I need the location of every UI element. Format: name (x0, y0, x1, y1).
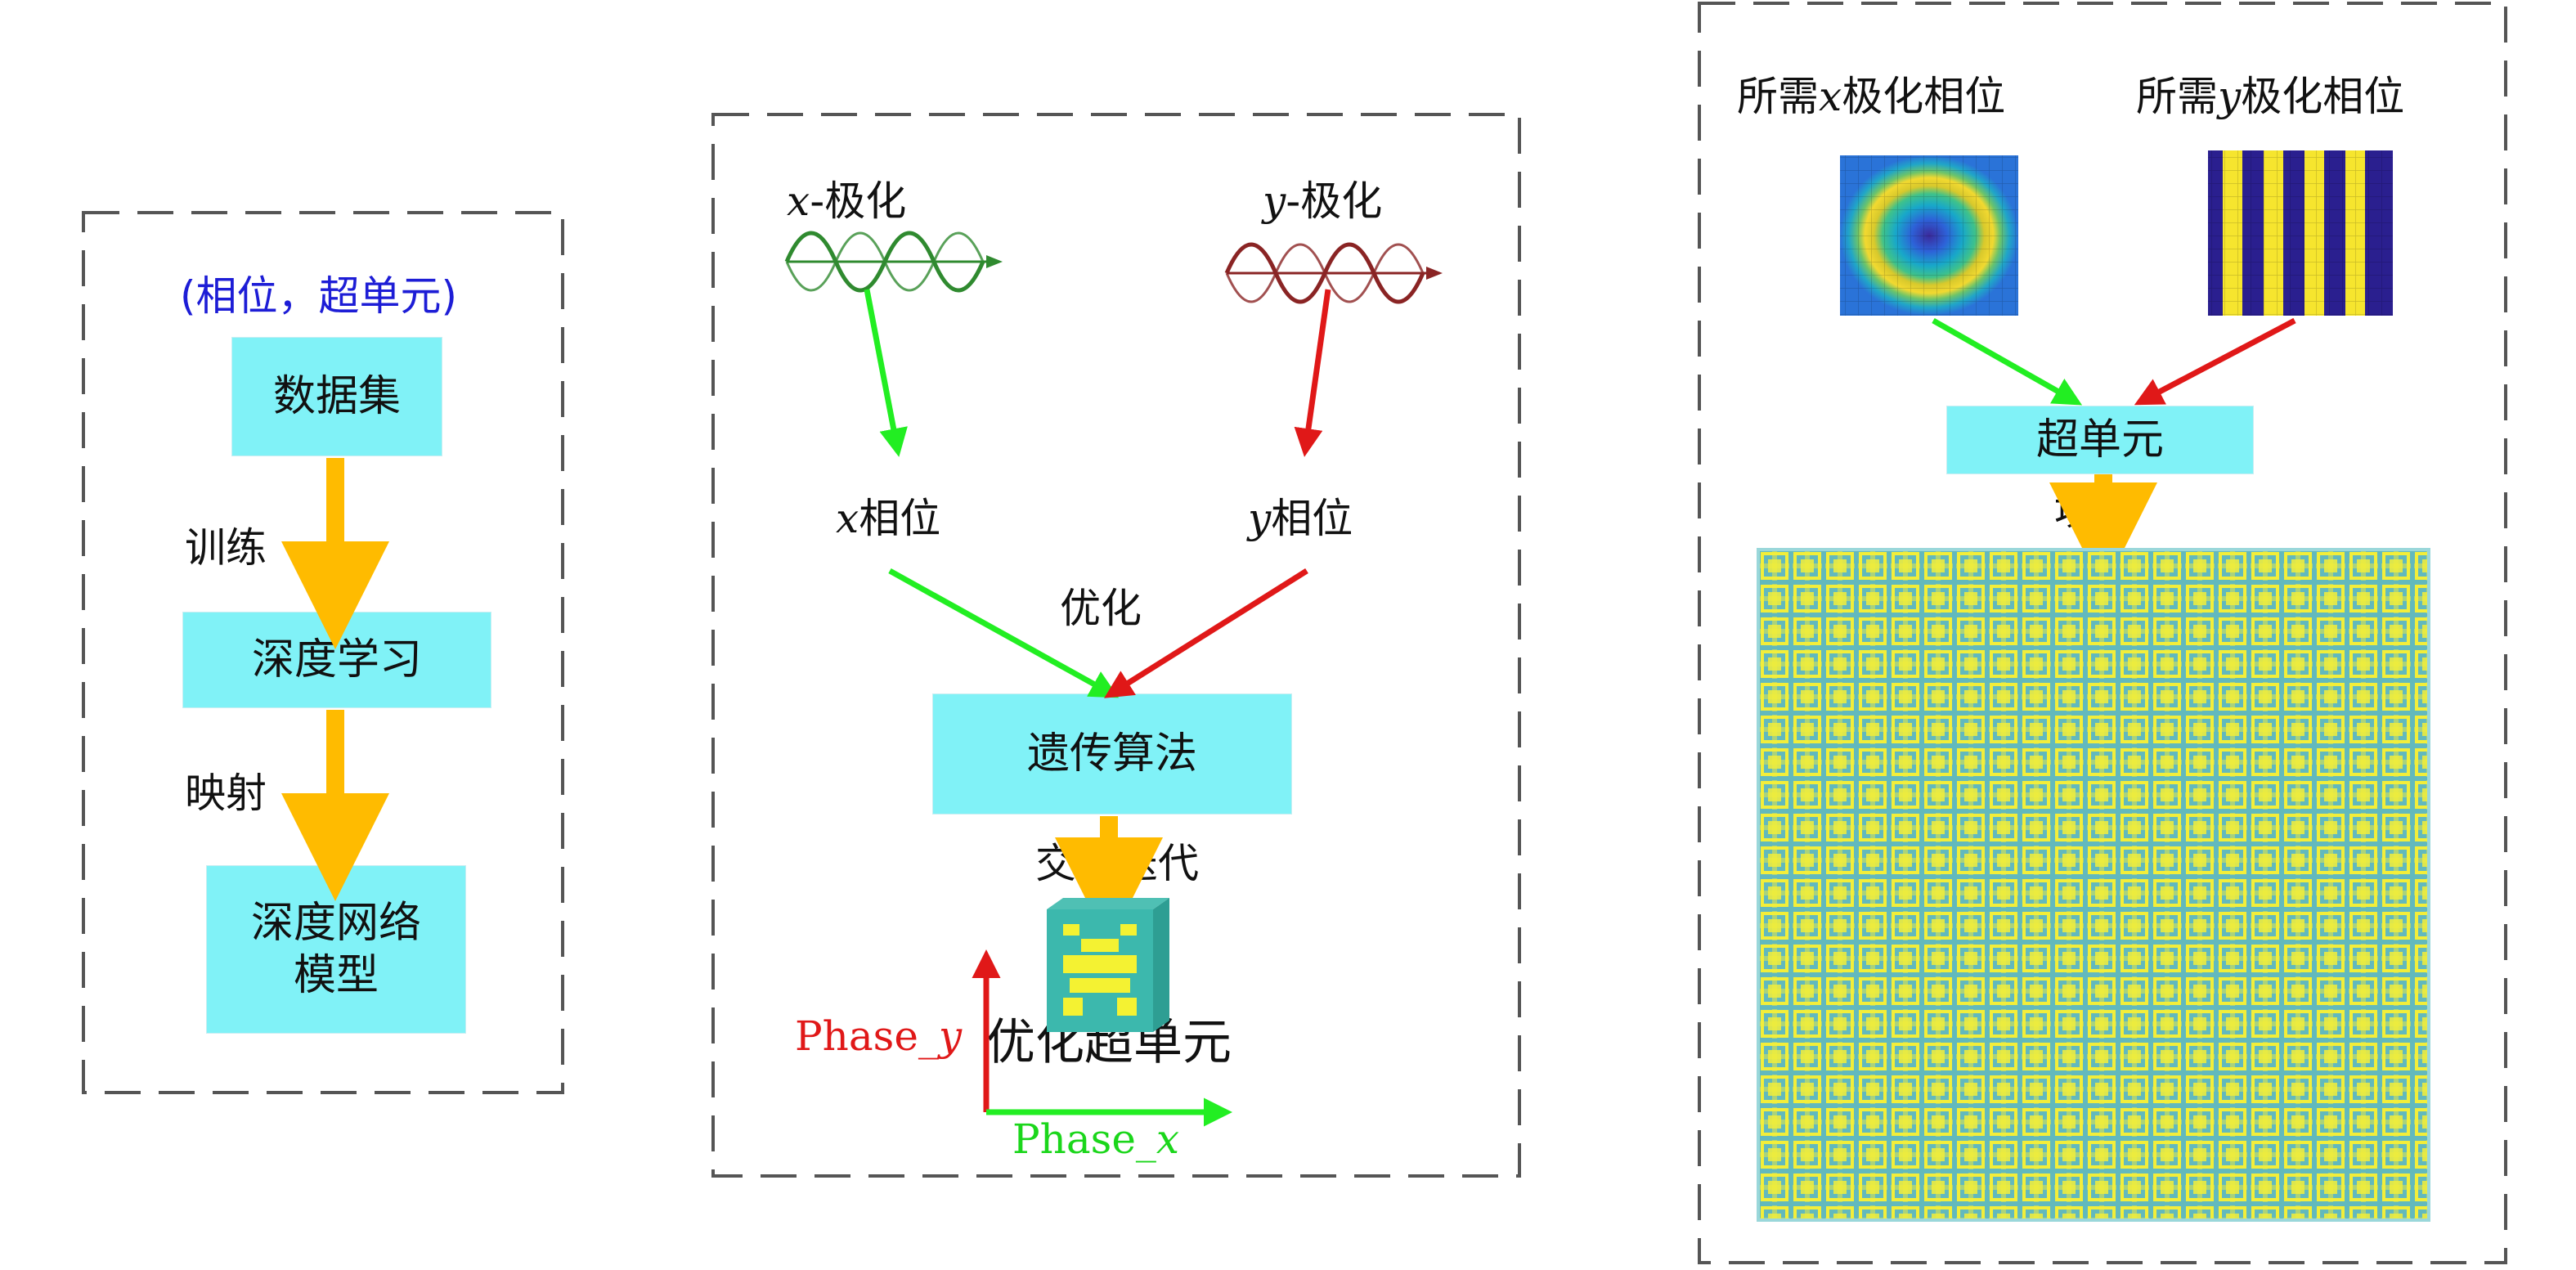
x-phase-label: x相位 (836, 486, 940, 545)
required-y-phase-label: 所需y极化相位 (2136, 64, 2404, 123)
axis-phase-x-label: Phase_x (1012, 1115, 1179, 1163)
axis-phase-y-label: Phase_y (795, 1012, 962, 1060)
y-phase-text: 相位 (1271, 495, 1353, 542)
panel-fill (1698, 2, 2507, 1264)
label-train: 训练 (185, 524, 267, 572)
label-crossover-iteration: 交叉迭代 (1035, 840, 1199, 887)
req-x-pre: 所需 (1737, 73, 1819, 120)
panel-fill-border (1698, 2, 2507, 1264)
req-y-post: 极化相位 (2241, 73, 2405, 120)
req-y-pre: 所需 (2136, 73, 2218, 120)
box-model-line1: 深度网络 (250, 899, 421, 948)
req-x-post: 极化相位 (1842, 73, 2006, 120)
panel-training (82, 211, 564, 1094)
x-polarization-label: x-极化 (787, 168, 906, 227)
box-model-line2: 模型 (293, 951, 379, 1000)
box-dataset: 数据集 (231, 337, 442, 456)
box-deep-learning: 深度学习 (182, 612, 491, 708)
axis-x-text: Phase_ (1012, 1115, 1156, 1163)
y-polarization-label: y-极化 (1263, 168, 1382, 227)
optimized-supercell-label: 优化超单元 (986, 1014, 1232, 1071)
panel-training-header: (相位，超单元) (180, 272, 458, 320)
axis-x-var: x (1156, 1115, 1180, 1163)
label-map: 映射 (185, 770, 267, 817)
x-pol-var: x (787, 177, 810, 225)
y-pol-var: y (1263, 177, 1286, 225)
label-fill: 填充 (2054, 487, 2136, 534)
y-phase-label: y相位 (1248, 486, 1353, 545)
req-x-var: x (1819, 73, 1842, 120)
x-phase-text: 相位 (859, 495, 941, 542)
panel-optimization (711, 113, 1521, 1178)
y-pol-text: -极化 (1286, 177, 1383, 225)
required-x-phase-label: 所需x极化相位 (1737, 64, 2005, 123)
panel-training-border (82, 211, 564, 1094)
box-deep-network-model: 深度网络 模型 (206, 865, 466, 1034)
y-phase-var: y (1248, 495, 1272, 542)
box-supercell: 超单元 (1946, 406, 2254, 474)
label-optimize: 优化 (1060, 585, 1142, 632)
axis-y-var: y (938, 1012, 963, 1060)
x-pol-text: -极化 (810, 177, 907, 225)
axis-y-text: Phase_ (795, 1012, 939, 1060)
box-genetic-algorithm: 遗传算法 (932, 693, 1292, 815)
req-y-var: y (2218, 73, 2242, 120)
x-phase-var: x (836, 495, 859, 542)
panel-optimization-border (711, 113, 1521, 1178)
